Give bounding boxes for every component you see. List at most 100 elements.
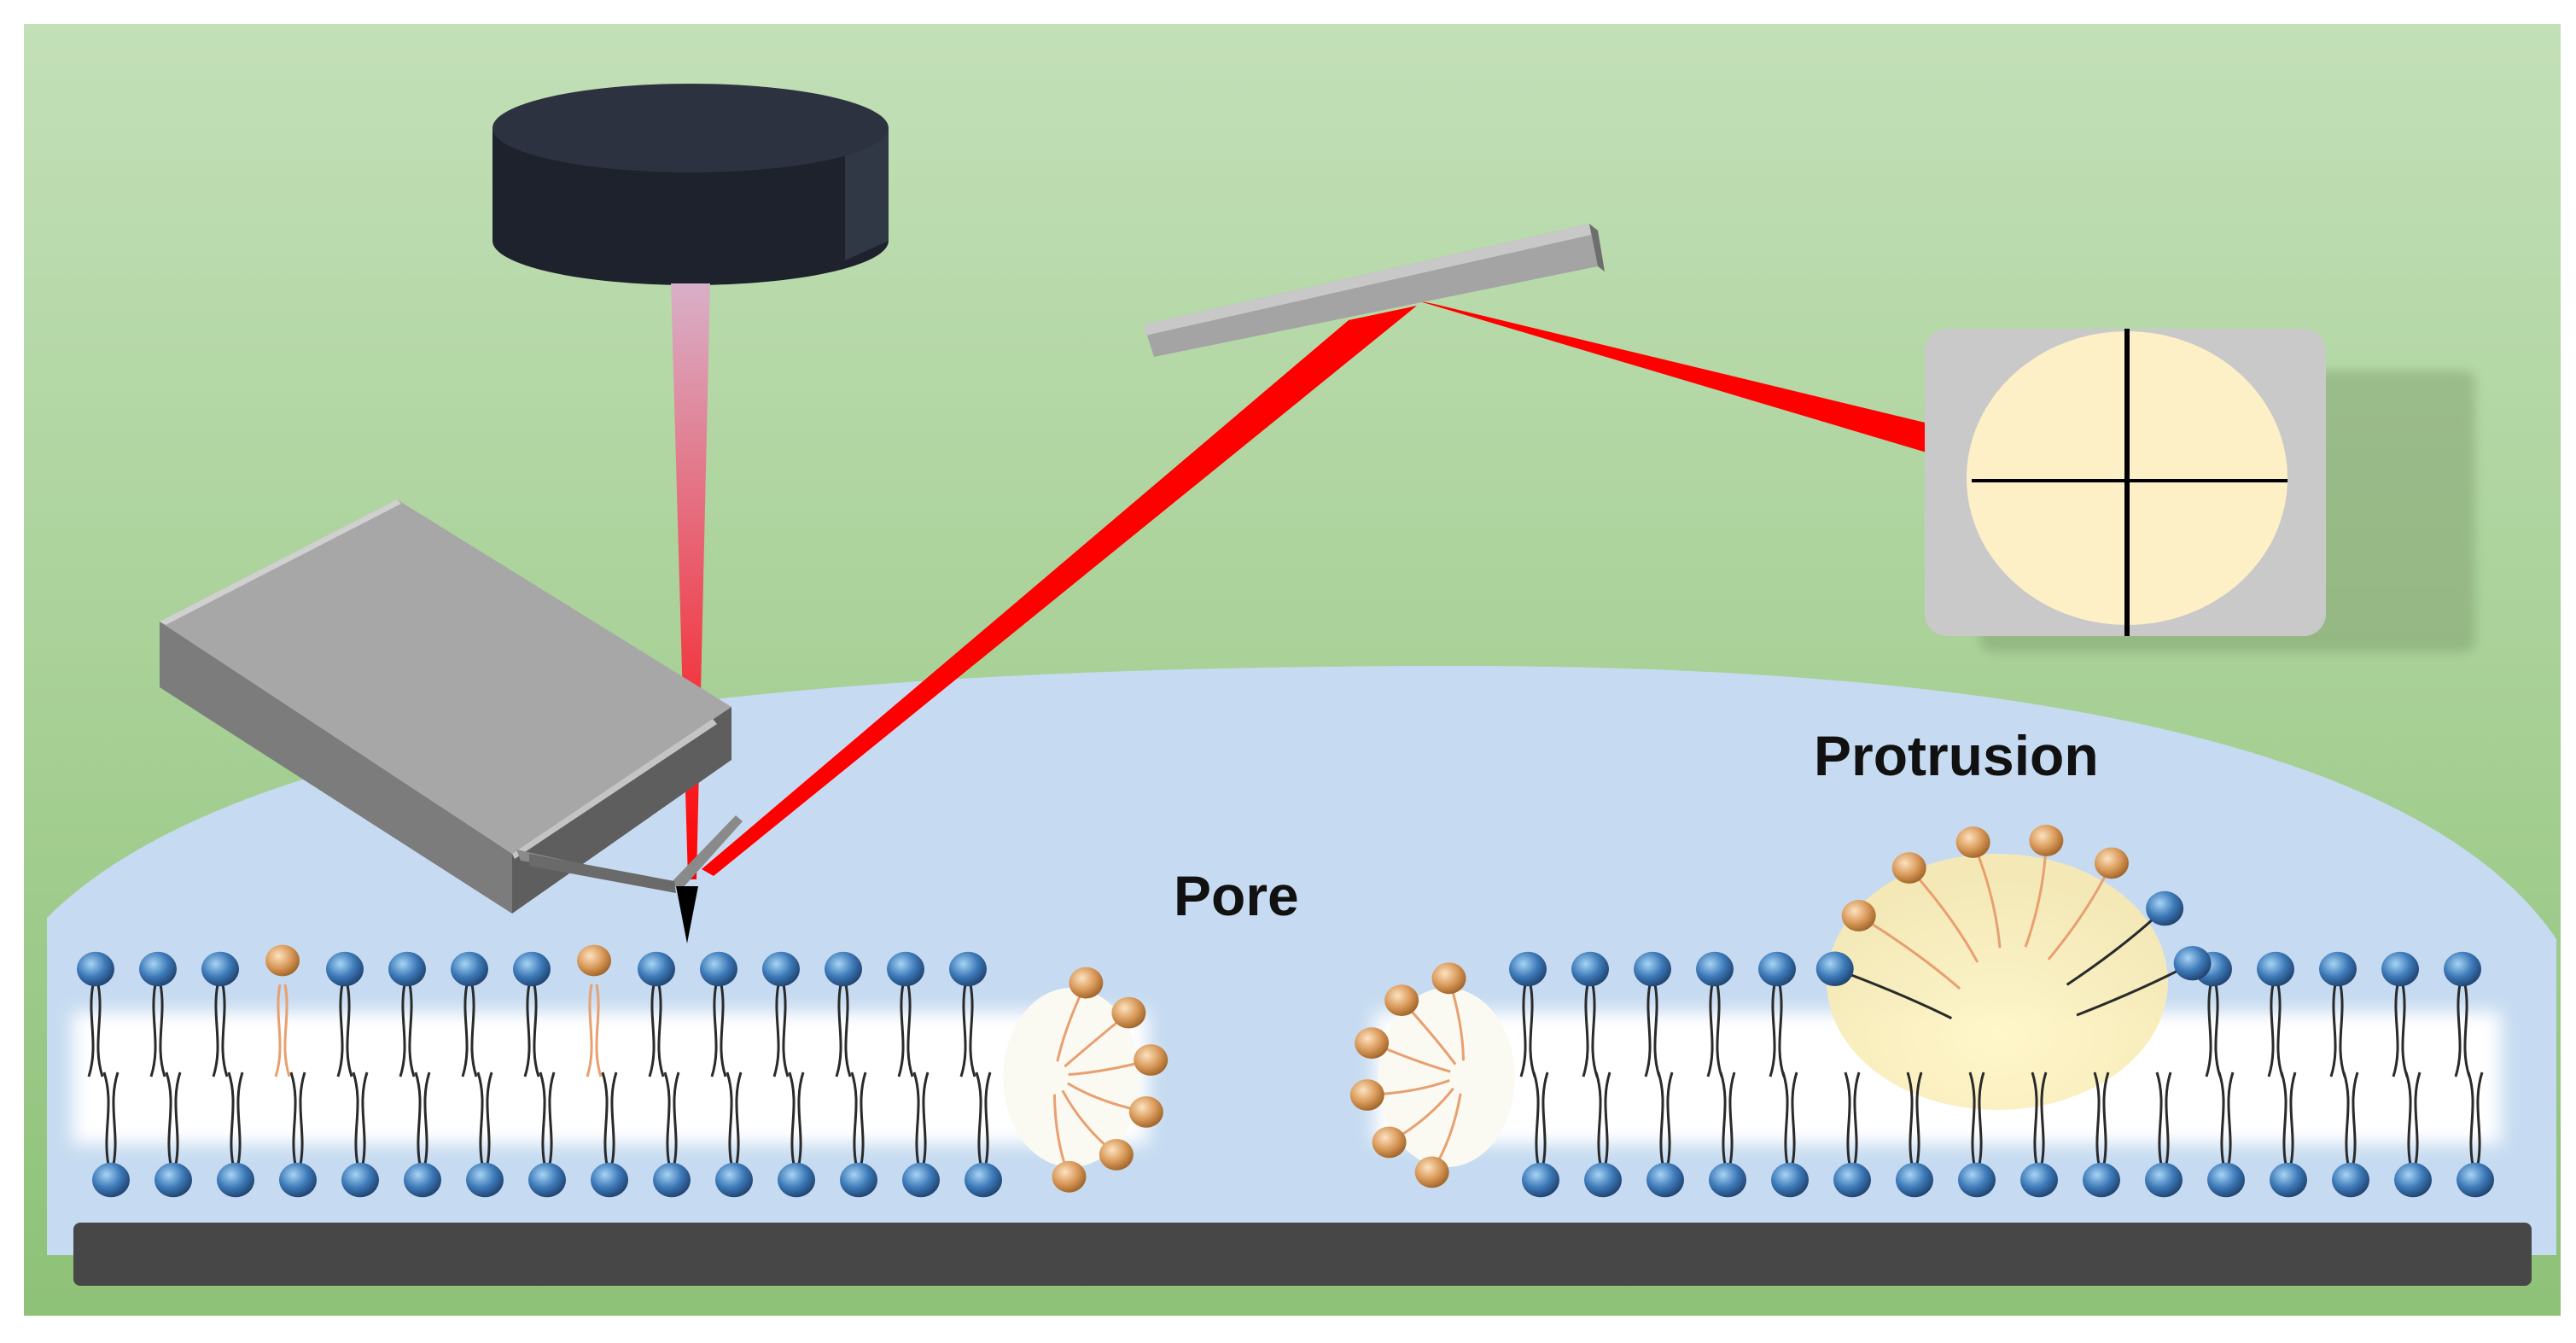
- substrate: [73, 1223, 2532, 1286]
- lipid-tail: [548, 1071, 556, 1165]
- lipid-head-modified: [1349, 1079, 1384, 1111]
- lipid-tail: [906, 984, 914, 1077]
- lipid-tails: [87, 840, 2484, 1177]
- lipid-head: [92, 1162, 130, 1198]
- lipid-tail: [408, 984, 416, 1077]
- lipid-head: [513, 951, 551, 987]
- lipid-head: [1758, 951, 1796, 987]
- lipid-tail: [2276, 984, 2284, 1077]
- lipid-head: [1584, 1162, 1622, 1198]
- lipid-head: [825, 951, 862, 987]
- lipid-tail: [2392, 984, 2399, 1077]
- lipid-head: [1571, 951, 1609, 987]
- lipid-tail: [2352, 1071, 2359, 1165]
- lipid-tail: [797, 1071, 805, 1165]
- lipid-tail: [1644, 984, 1652, 1077]
- lipid-tail: [601, 1071, 609, 1165]
- photodetector: [1925, 329, 2475, 652]
- lipid-tail: [2227, 1071, 2235, 1165]
- lipid-tail: [423, 1071, 431, 1165]
- lipid-tail: [227, 1071, 235, 1165]
- lipid-head: [2145, 1162, 2183, 1198]
- lipid-tail: [710, 984, 718, 1077]
- lipid-tail: [2476, 1071, 2484, 1165]
- lipid-tail: [835, 984, 842, 1077]
- lipid-head: [2381, 951, 2419, 987]
- pore-rim-right-glow: [1378, 988, 1515, 1167]
- reflected-laser-beam: [702, 306, 1417, 876]
- afm-tip: [676, 886, 698, 943]
- lipid-tail: [2165, 1071, 2172, 1165]
- lipid-head: [2444, 951, 2481, 987]
- lipid-head: [2257, 951, 2294, 987]
- protrusion-label: Protrusion: [1814, 724, 2099, 787]
- lipid-tail: [1968, 1071, 1976, 1165]
- lipid-head: [77, 951, 114, 987]
- lipid-head: [528, 1162, 566, 1198]
- lipid-head-modified: [1414, 1156, 1449, 1188]
- lipid-head: [139, 951, 177, 987]
- lipid-tail: [2329, 984, 2337, 1077]
- lipid-tail: [470, 984, 478, 1077]
- lipid-tail: [1906, 1071, 1914, 1165]
- lipid-tail: [414, 1071, 422, 1165]
- lipid-tail: [523, 984, 531, 1077]
- lipid-tail: [289, 1071, 297, 1165]
- lipid-tail: [2289, 1071, 2297, 1165]
- lipid-tail: [2454, 984, 2462, 1077]
- lipid-tail: [1844, 1071, 1851, 1165]
- lipid-head: [154, 1162, 192, 1198]
- lipid-tail: [2463, 984, 2471, 1077]
- lipid-tail: [1657, 1071, 1664, 1165]
- lipid-heads: [77, 825, 2494, 1198]
- lipid-tail: [2267, 984, 2275, 1077]
- lipid-tail: [2155, 1071, 2163, 1165]
- afm-cantilever: [516, 815, 743, 893]
- lipid-head: [2083, 1162, 2120, 1198]
- lipid-head-modified: [1955, 826, 1990, 858]
- lipid-head: [1509, 951, 1547, 987]
- lipid-head-modified: [1111, 996, 1146, 1029]
- lipid-head: [2394, 1162, 2432, 1198]
- lipid-tail: [1781, 1071, 1789, 1165]
- lipid-head: [451, 951, 488, 987]
- lipid-tail: [2205, 984, 2212, 1077]
- lipid-head: [2020, 1162, 2058, 1198]
- lipid-tail: [860, 1071, 867, 1165]
- mirror: [1144, 224, 1605, 357]
- lipid-tail: [2467, 1071, 2474, 1165]
- lipid-head-modified: [1841, 900, 1876, 931]
- lipid-head: [1709, 1162, 1746, 1198]
- pore-label: Pore: [1174, 864, 1299, 927]
- lipid-head: [2319, 951, 2357, 987]
- lipid-tail: [897, 984, 905, 1077]
- lipid-tail: [2031, 1071, 2038, 1165]
- lipid-head: [949, 951, 987, 987]
- lipid-tail: [1915, 1071, 1923, 1165]
- lipid-head: [217, 1162, 254, 1198]
- lipid-tail: [299, 1071, 306, 1165]
- lipid-head: [1696, 951, 1734, 987]
- lipid-tail: [2093, 1071, 2101, 1165]
- lipid-head: [2332, 1162, 2369, 1198]
- lipid-tail: [212, 984, 219, 1077]
- lipid-tail: [2339, 984, 2346, 1077]
- lipid-tail: [2414, 1071, 2422, 1165]
- lipid-tail: [788, 1071, 796, 1165]
- lipid-tail: [2214, 984, 2222, 1077]
- lipid-tail: [912, 1071, 920, 1165]
- lipid-tail: [336, 984, 344, 1077]
- lipid-tail: [1666, 1071, 1674, 1165]
- lipid-head: [653, 1162, 691, 1198]
- lipid-tail: [102, 1071, 110, 1165]
- lipid-head: [2457, 1162, 2494, 1198]
- lipid-tail: [221, 984, 229, 1077]
- lipid-head-modified: [265, 944, 300, 977]
- lipid-tail: [2040, 1071, 2048, 1165]
- lipid-tail: [361, 1071, 369, 1165]
- lipid-head: [2173, 945, 2212, 981]
- lipid-head: [591, 1162, 628, 1198]
- lipid-head: [1958, 1162, 1996, 1198]
- lipid-head: [1896, 1162, 1933, 1198]
